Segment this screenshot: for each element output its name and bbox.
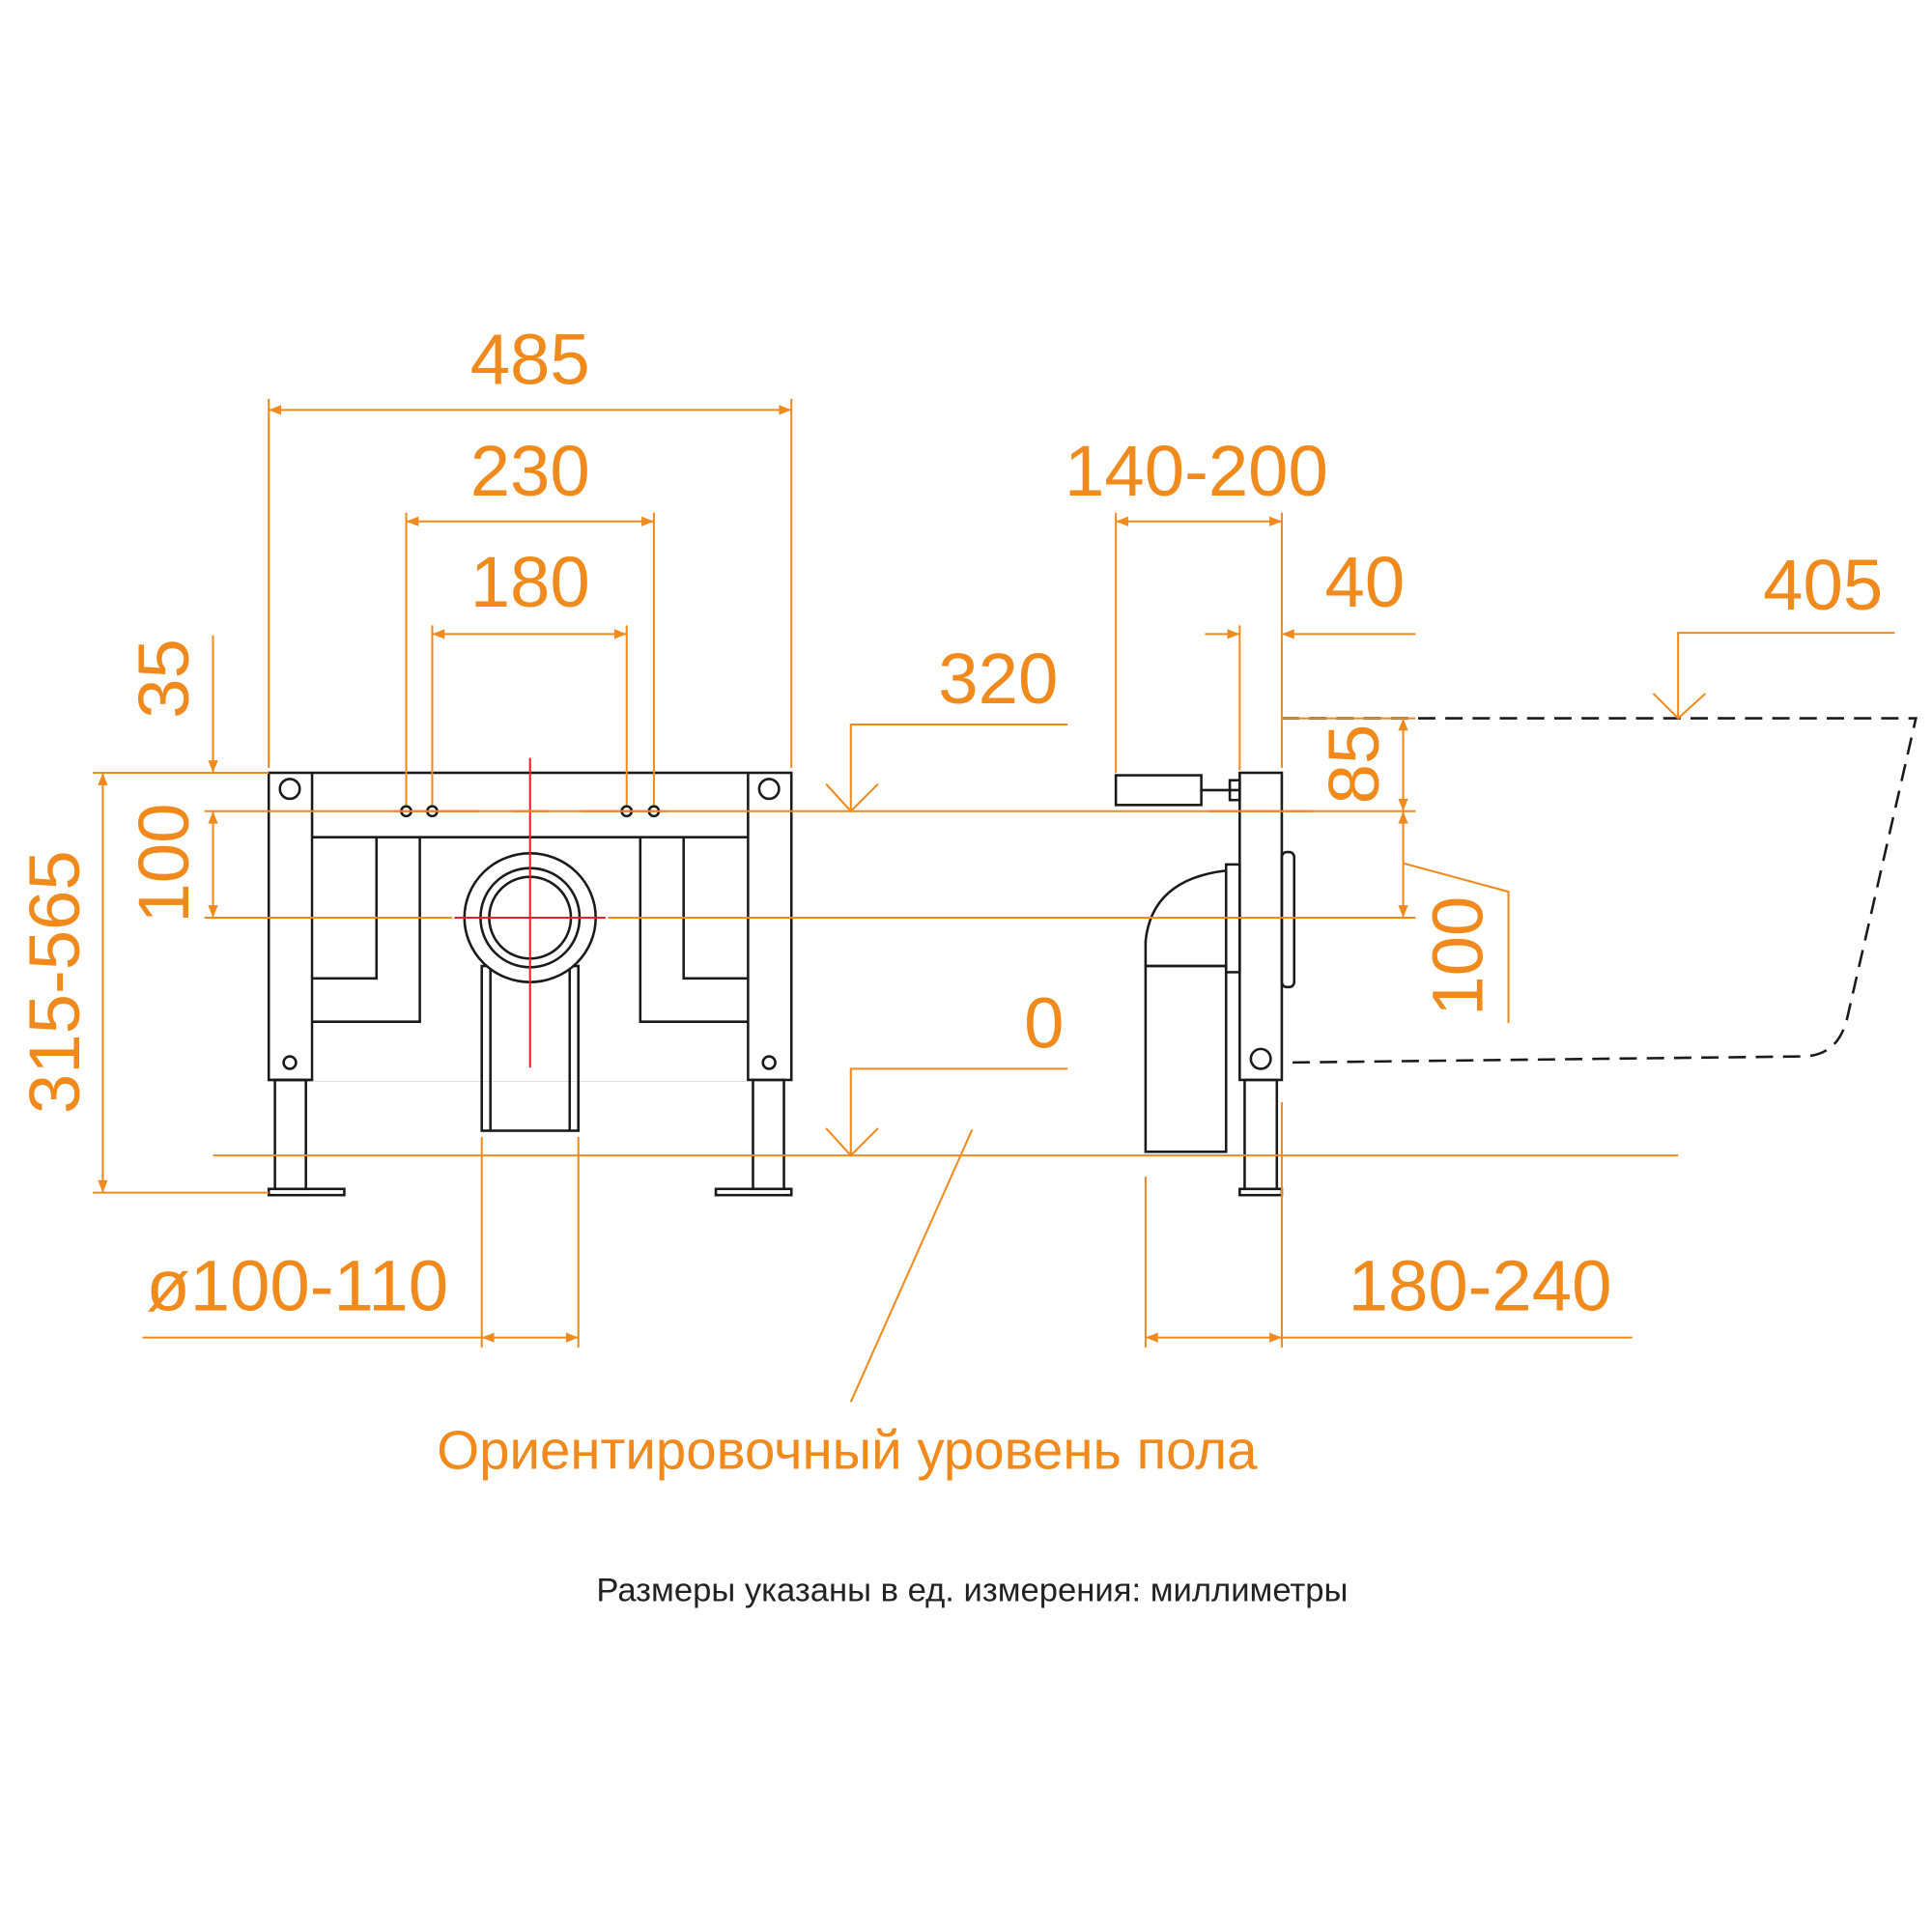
- wall-hung-bowl-outline: [1281, 717, 1918, 1065]
- dim-180-label: 180: [470, 542, 590, 622]
- dim-35-label: 35: [124, 639, 204, 719]
- dim-140-200-label: 140-200: [1065, 431, 1328, 511]
- units-note: Размеры указаны в ед. измерения: миллиме…: [596, 1573, 1348, 1609]
- dim-height-range-label: 315-565: [14, 850, 95, 1114]
- dim-405-label: 405: [1763, 545, 1883, 625]
- dim-230-label: 230: [470, 431, 590, 511]
- dim-85-label: 85: [1314, 724, 1394, 805]
- axis-lines-side: [1208, 810, 1313, 920]
- dim-40-label: 40: [1324, 542, 1405, 622]
- dimension-lines: [93, 398, 1895, 1403]
- dim-100-front-label: 100: [124, 804, 204, 923]
- dim-180-240-label: 180-240: [1349, 1245, 1612, 1325]
- dim-0-label: 0: [1024, 983, 1064, 1064]
- dim-100-side-label: 100: [1418, 896, 1498, 1016]
- side-view-frame: [1114, 771, 1296, 1197]
- dim-320-label: 320: [938, 639, 1058, 719]
- floor-level-label: Ориентировочный уровень пола: [437, 1420, 1258, 1481]
- dim-485-label: 485: [470, 319, 590, 399]
- dim-pipe-diameter-label: ø100-110: [146, 1245, 448, 1325]
